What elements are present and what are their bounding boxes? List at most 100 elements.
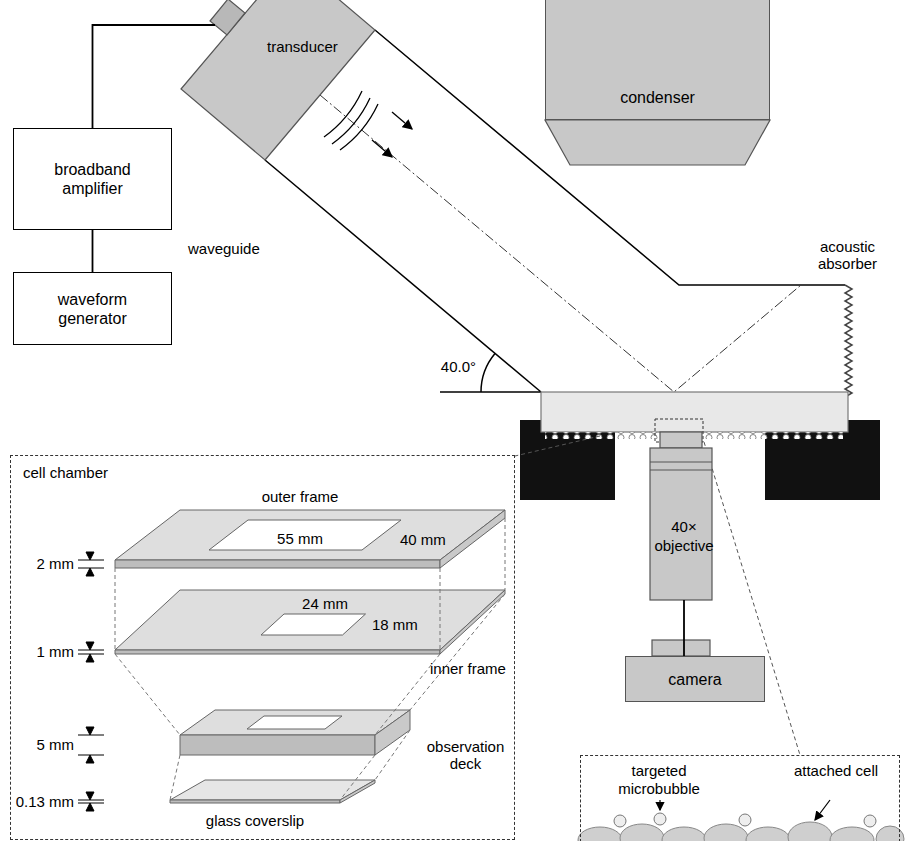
microbubble — [739, 814, 751, 826]
plate-front — [115, 560, 440, 568]
cable-connector — [210, 0, 245, 35]
angle-label: 40.0° — [424, 358, 476, 375]
microbubble — [654, 813, 666, 825]
dimension-arrow — [86, 654, 94, 662]
cell-chamber-inset: cell chamber — [10, 455, 515, 840]
angle-arc — [481, 353, 495, 392]
node-label: waveform generator — [38, 290, 148, 328]
transducer-body — [181, 0, 375, 160]
signal-wire — [92, 230, 94, 272]
camera-mount — [652, 640, 710, 656]
beam-axis — [320, 95, 801, 392]
dimension-label: 5 mm — [14, 736, 74, 753]
part-label: glass coverslip — [180, 812, 330, 829]
cell — [662, 827, 706, 841]
node-label: condenser — [620, 88, 695, 107]
zoom-inset: targeted microbubble attached cell — [580, 755, 900, 841]
part-label: waveguide — [188, 240, 278, 257]
thickness-marks — [78, 552, 104, 811]
part-label: acoustic absorber — [805, 238, 890, 272]
plate-front — [170, 800, 340, 803]
node-label: attached cell — [786, 762, 886, 780]
dimension-label: 55 mm — [270, 530, 330, 547]
plate-side — [340, 780, 375, 803]
dimension-label: 40 mm — [400, 531, 452, 548]
dimension-arrow — [86, 552, 94, 560]
node-label: targeted microbubble — [599, 762, 719, 798]
plate-side — [440, 590, 505, 654]
objective-node: 40× objective — [648, 472, 720, 600]
dimension-label: 2 mm — [14, 555, 74, 572]
cell — [830, 827, 874, 841]
plate-side — [375, 710, 410, 755]
wave-arrow — [392, 112, 412, 129]
plate-front — [180, 735, 375, 755]
cell — [578, 827, 622, 841]
cell — [746, 827, 790, 841]
inner-frame-plate — [115, 590, 505, 654]
node-label: 40× objective — [653, 517, 715, 555]
dimension-tick — [78, 800, 104, 803]
plate-window — [247, 716, 342, 729]
signal-wire — [683, 600, 685, 656]
wave-arc — [332, 98, 370, 144]
plate-top — [115, 590, 505, 650]
cell — [620, 824, 664, 841]
outer-frame-plate — [115, 510, 505, 568]
acoustic-absorber — [845, 285, 852, 397]
assembly-guides — [115, 518, 505, 800]
dimension-label: 0.13 mm — [14, 793, 74, 810]
cell — [704, 824, 748, 841]
dimension-tick — [78, 735, 104, 755]
bubble-layer — [614, 813, 876, 827]
part-label: outer frame — [250, 488, 350, 505]
plate-top — [180, 710, 410, 735]
node-label: broadband amplifier — [38, 160, 148, 198]
node-label: camera — [668, 670, 721, 689]
dimension-arrow — [86, 568, 94, 576]
zoom-leader — [515, 436, 600, 456]
objective-band — [650, 462, 712, 470]
dimension-label: 1 mm — [14, 643, 74, 660]
part-label: inner frame — [430, 660, 515, 677]
condenser-box: condenser — [545, 0, 770, 120]
dimension-label: 18 mm — [372, 616, 427, 633]
transducer-shape — [181, 0, 375, 160]
microbubble — [864, 815, 876, 827]
plate-window — [209, 520, 401, 550]
amplifier-box: broadband amplifier — [13, 128, 172, 230]
zoom-leader — [704, 442, 800, 755]
wave-arrow — [372, 140, 392, 157]
generator-box: waveform generator — [13, 272, 172, 345]
plate-top — [115, 510, 505, 560]
dimension-arrow — [86, 642, 94, 650]
reference-line — [440, 391, 541, 393]
wave-arc — [324, 91, 362, 137]
dimension-arrow — [86, 727, 94, 735]
dimension-arrow — [86, 792, 94, 800]
dimension-arrow — [86, 803, 94, 811]
node-label: transducer — [267, 38, 338, 56]
plate-front — [115, 650, 440, 654]
wave-arc — [340, 104, 378, 150]
coverslip-plate — [170, 780, 375, 803]
guide-line — [170, 730, 410, 800]
plate-window — [261, 614, 366, 635]
part-label: observation deck — [418, 738, 513, 772]
signal-wire — [93, 25, 216, 128]
objective-tip — [660, 432, 702, 448]
observation-deck-block — [180, 710, 410, 755]
dimension-arrow — [86, 755, 94, 763]
condenser-lens — [545, 120, 770, 165]
camera-box: camera — [625, 656, 765, 702]
dimension-tick — [78, 650, 104, 654]
dimension-tick — [78, 560, 104, 568]
callout-arrow — [659, 800, 660, 810]
microbubble — [614, 815, 626, 827]
callout-arrow — [815, 800, 830, 820]
node-label: cell chamber — [23, 464, 108, 482]
waveguide-edge — [265, 160, 541, 392]
